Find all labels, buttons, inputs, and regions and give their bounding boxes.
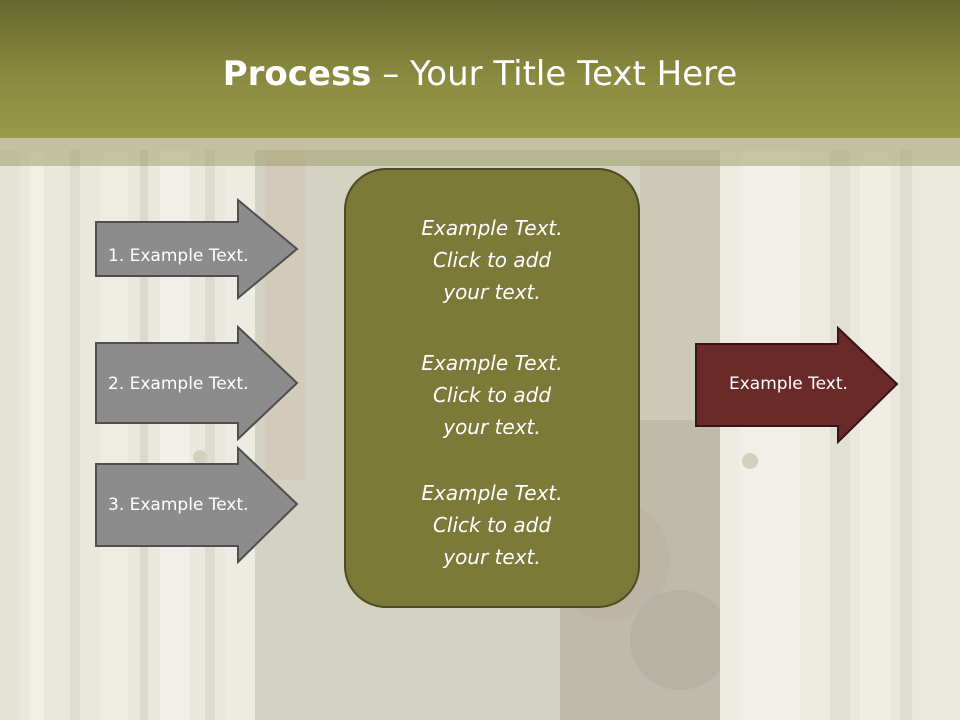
center-text-box[interactable] [344,168,640,608]
center-text-3[interactable]: Example Text. Click to add your text. [421,481,563,569]
right-arrow[interactable] [694,326,900,444]
title-bar-fade [0,138,960,166]
left-arrow-1[interactable] [94,198,300,300]
title-bold: Process [222,54,372,94]
title-rest: – Your Title Text Here [371,54,738,94]
page-title[interactable]: Process – Your Title Text Here [0,52,960,96]
center-text-2[interactable]: Example Text. Click to add your text. [421,351,563,439]
title-bar [0,0,960,138]
left-arrow-1-label: 1. Example Text. [108,246,249,266]
left-arrow-2[interactable] [94,325,300,441]
left-arrow-3[interactable] [94,446,300,564]
left-arrow-3-label: 3. Example Text. [108,495,249,515]
center-text-1[interactable]: Example Text. Click to add your text. [421,216,563,304]
right-arrow-label: Example Text. [729,374,848,394]
left-arrow-2-label: 2. Example Text. [108,374,249,394]
